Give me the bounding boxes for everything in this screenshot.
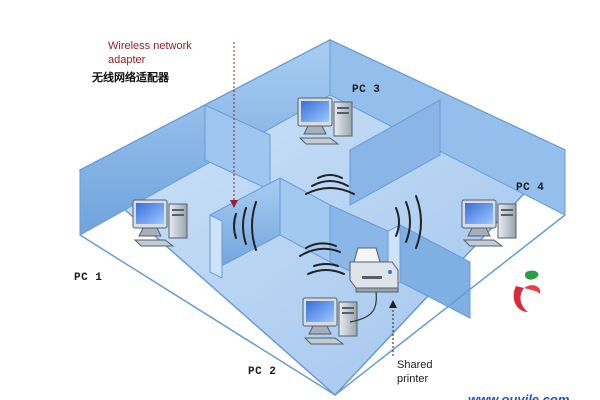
printer-icon — [349, 247, 399, 293]
wireless-signal-icon — [299, 242, 345, 275]
adapter-label-line1: Wireless network — [108, 40, 192, 52]
desktop-pc-icon — [302, 297, 358, 345]
inner-wall-top-right — [349, 99, 441, 206]
adapter-arrow-icon — [230, 200, 238, 208]
pc2-label: PC 2 — [248, 366, 276, 378]
adapter-label-line2: adapter — [108, 54, 146, 66]
watermark-text: www.ouyile.com — [468, 392, 570, 400]
printer-callout: Shared printer — [389, 300, 432, 385]
walls — [79, 39, 566, 396]
wireless-signal-icon — [305, 174, 355, 195]
wireless-signal-icon — [233, 201, 257, 251]
desktop-pc-icon — [461, 199, 517, 247]
pc1-label: PC 1 — [74, 272, 102, 284]
logo-mark-icon — [513, 270, 541, 312]
wireless-signal-icon — [395, 195, 422, 249]
pc3-label: PC 3 — [352, 84, 380, 96]
pc4-label: PC 4 — [516, 182, 544, 194]
printer-label-line2: printer — [397, 373, 429, 385]
adapter-callout: Wireless network adapter 无线网络适配器 — [91, 40, 238, 208]
printer-arrow-icon — [389, 300, 397, 308]
desktop-pc-icon — [297, 97, 353, 145]
printer-label-line1: Shared — [397, 359, 432, 371]
inner-wall-left-end — [209, 214, 223, 279]
printer-cable — [349, 291, 377, 323]
adapter-label-cn: 无线网络适配器 — [91, 70, 170, 84]
outer-edge-front — [79, 214, 566, 396]
desktop-pc-icon — [132, 199, 188, 247]
